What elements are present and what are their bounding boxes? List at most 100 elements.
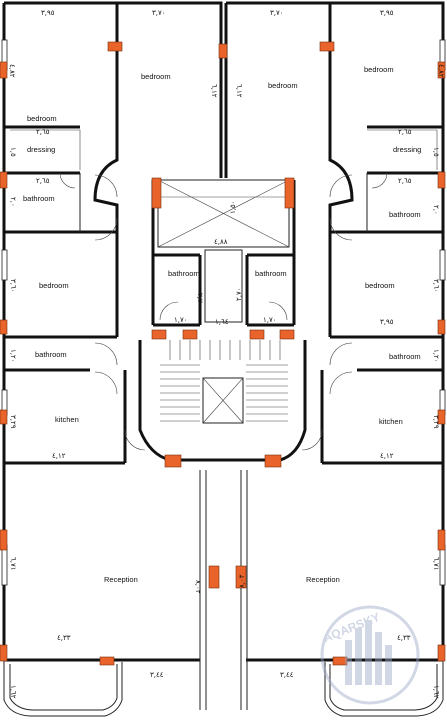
windows bbox=[1, 39, 446, 586]
column bbox=[0, 409, 8, 425]
dimension-label: ٣,٩٥ bbox=[41, 9, 55, 17]
dimension-label: ١,٥ bbox=[432, 147, 440, 157]
room-label: bedroom bbox=[39, 281, 69, 290]
room-label: bedroom bbox=[141, 72, 171, 81]
stair-core bbox=[138, 340, 307, 462]
column bbox=[437, 529, 446, 551]
right-interior-walls bbox=[245, 3, 443, 465]
dimension-label: ١,٦٤ bbox=[215, 318, 229, 326]
columns bbox=[0, 41, 446, 666]
room-label: bathroom bbox=[255, 269, 287, 278]
column bbox=[182, 329, 198, 340]
stair-treads-right bbox=[246, 364, 288, 422]
dimension-label: ٦,١٢ bbox=[235, 84, 243, 98]
dimension-label: ٣,٤٤ bbox=[280, 671, 294, 679]
dimension-label: ٢,٦٥ bbox=[36, 177, 50, 185]
room-label: bathroom bbox=[389, 352, 421, 361]
room-label: bathroom bbox=[35, 350, 67, 359]
room-label: dressing bbox=[393, 145, 421, 154]
stair-treads-left bbox=[160, 364, 200, 422]
dimension-label: ٣,٦٠ bbox=[432, 279, 440, 293]
room-label: bedroom bbox=[364, 65, 394, 74]
watermark: AQARSKY bbox=[320, 605, 420, 705]
column bbox=[151, 329, 167, 340]
room-label: kitchen bbox=[379, 417, 403, 426]
dimension-label: ٤,٣٣ bbox=[57, 634, 71, 642]
column bbox=[0, 529, 8, 551]
column bbox=[279, 329, 295, 340]
right-room-labels: bedroom bedroom dressing bathroom bathro… bbox=[255, 65, 421, 584]
dimension-label: ٦,١٢ bbox=[210, 84, 218, 98]
dimension-label: ٣,٧٠ bbox=[270, 9, 284, 17]
column bbox=[264, 454, 282, 468]
dimension-label: ٣,٩٥ bbox=[380, 318, 394, 326]
dimension-label: ١,٥ bbox=[9, 147, 17, 157]
column bbox=[437, 61, 446, 79]
dimension-label: ٢,٦٥ bbox=[398, 128, 412, 136]
dimension-label: ٣,٧٠ bbox=[152, 9, 166, 17]
room-label: bathroom bbox=[23, 194, 55, 203]
column bbox=[437, 171, 446, 189]
dimension-label: ٢,٧٠ bbox=[196, 293, 204, 307]
column bbox=[437, 409, 446, 425]
column bbox=[0, 319, 8, 335]
dimension-label: ٢,٧٠ bbox=[235, 287, 243, 301]
column bbox=[99, 656, 115, 666]
outer-walls bbox=[2, 1, 445, 710]
dimension-label: ٣,٦٠ bbox=[9, 279, 17, 293]
dimension-label: ١,٢٠ bbox=[9, 349, 17, 363]
dimension-label: ٣,٤٤ bbox=[150, 671, 164, 679]
column bbox=[208, 565, 220, 589]
dimension-label: ٤,١٢ bbox=[380, 452, 394, 460]
dimension-label: ٦,٧١ bbox=[9, 557, 17, 571]
room-label: dressing bbox=[27, 145, 55, 154]
column bbox=[151, 177, 162, 209]
dimension-label: ٤,١٢ bbox=[52, 452, 66, 460]
column bbox=[164, 454, 182, 468]
dimension-label: ١,٧٠ bbox=[263, 316, 277, 324]
column bbox=[0, 171, 8, 189]
column bbox=[284, 177, 295, 209]
dimension-label: ٨,٠٣ bbox=[194, 580, 202, 594]
column bbox=[437, 319, 446, 335]
column bbox=[107, 41, 123, 52]
column bbox=[0, 644, 8, 662]
dimension-label: ٤,٨٢ bbox=[437, 64, 445, 78]
left-room-labels: bedroom bedroom dressing bathroom bedroo… bbox=[23, 72, 200, 584]
dimension-label: ٤,٨٢ bbox=[8, 64, 16, 78]
dimension-label: ٣,٩٥ bbox=[380, 9, 394, 17]
balconies bbox=[3, 660, 444, 717]
dimension-label: ٤,٨٨ bbox=[214, 238, 228, 246]
dimension-label: ١,٥٠ bbox=[229, 200, 237, 214]
dimension-label: ٣,٢٩ bbox=[432, 415, 440, 429]
door-swings bbox=[59, 172, 388, 451]
dimension-label: ١,٧٠ bbox=[174, 316, 188, 324]
dimension-label: ٤,٣٣ bbox=[397, 634, 411, 642]
left-interior-walls bbox=[4, 3, 202, 465]
room-label: kitchen bbox=[55, 415, 79, 424]
dimension-label: ٦,٧١ bbox=[432, 557, 440, 571]
room-label: bedroom bbox=[268, 81, 298, 90]
dimension-label: ٨,٠٣ bbox=[238, 574, 246, 588]
room-label: bedroom bbox=[365, 281, 395, 290]
room-label: bathroom bbox=[168, 269, 200, 278]
column bbox=[319, 41, 335, 52]
room-label: Reception bbox=[306, 575, 340, 584]
column bbox=[235, 565, 247, 589]
column bbox=[332, 656, 348, 666]
dimension-label: ٢,٦٥ bbox=[398, 177, 412, 185]
room-label: bedroom bbox=[27, 114, 57, 123]
dimension-label: ٢,٠ bbox=[432, 205, 440, 215]
watermark-text: AQARSKY bbox=[321, 610, 382, 645]
stair-treads-top bbox=[169, 340, 281, 360]
room-label: bathroom bbox=[389, 210, 421, 219]
dimension-label: ١,٢٠ bbox=[432, 349, 440, 363]
room-label: Reception bbox=[104, 575, 138, 584]
dimension-labels: ٣,٩٥ ٣,٧٠ ٣,٧٠ ٣,٩٥ ٤,٨٢ ٤,٨٢ ٦,١٢ ٦,١٢ … bbox=[8, 9, 445, 699]
central-shaft bbox=[157, 179, 290, 323]
dimension-label: ١,٦٢ bbox=[432, 685, 440, 699]
dimension-label: ١,٦٢ bbox=[9, 685, 17, 699]
dimension-label: ٢,٠ bbox=[9, 197, 17, 207]
dimension-label: ٣,٢٩ bbox=[9, 415, 17, 429]
column bbox=[218, 43, 228, 59]
